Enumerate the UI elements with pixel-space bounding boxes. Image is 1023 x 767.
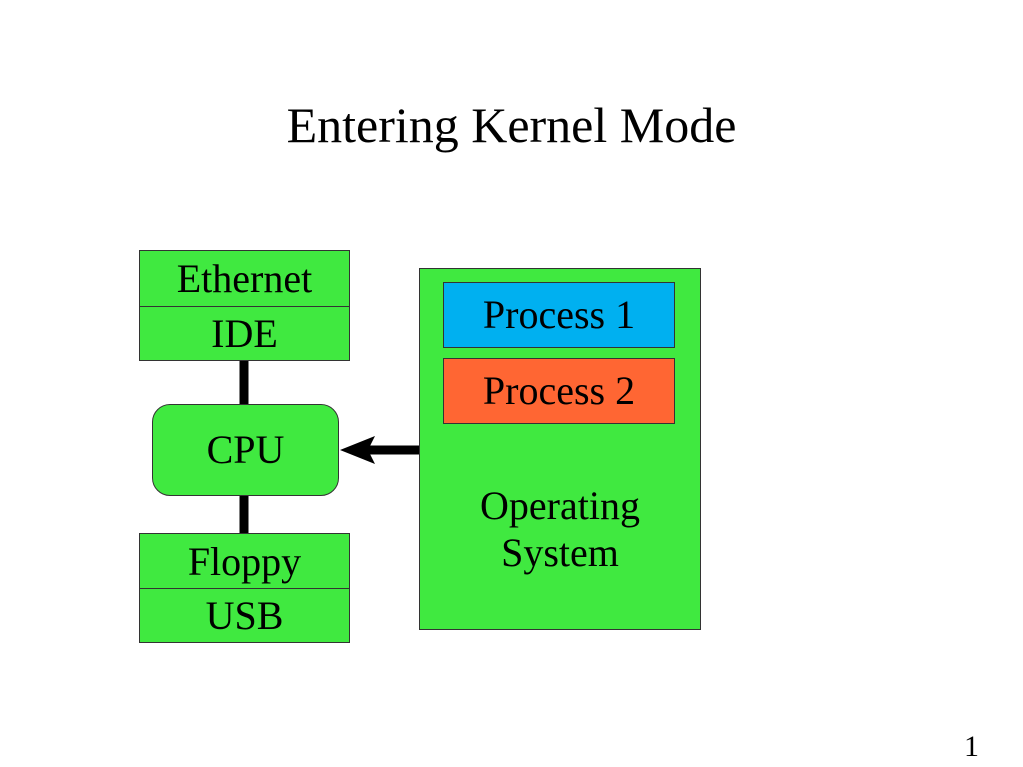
os-cpu-arrowhead [340,436,375,464]
page-number: 1 [964,730,979,763]
process-1-box: Process 1 [443,282,675,348]
cpu-label: CPU [206,427,285,472]
bottom-device-stack: Floppy USB [139,533,350,643]
process-2-box: Process 2 [443,358,675,424]
process-1-label: Process 1 [482,292,636,337]
floppy-box: Floppy [187,538,302,584]
operating-system-label: Operating System [419,482,701,576]
cpu-box: CPU [152,404,339,496]
os-label-line1: Operating [480,483,640,528]
slide-title: Entering Kernel Mode [286,97,737,153]
top-device-stack: Ethernet IDE [139,250,350,361]
process-2-label: Process 2 [482,368,636,413]
ethernet-box: Ethernet [176,255,313,301]
usb-box: USB [140,588,349,642]
ide-box: IDE [140,305,349,361]
os-label-line2: System [501,530,619,576]
